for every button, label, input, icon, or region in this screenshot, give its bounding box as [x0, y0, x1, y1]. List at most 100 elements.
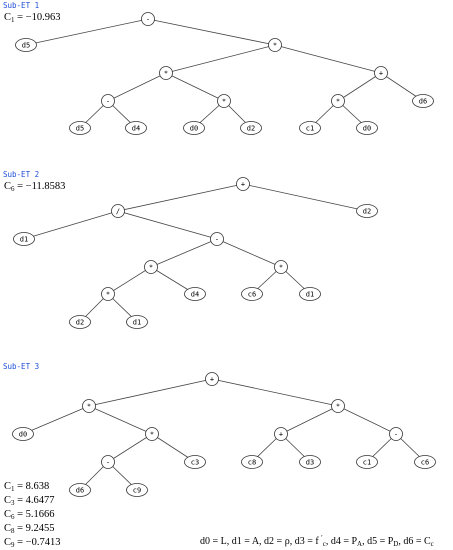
node-label: + [279, 431, 283, 439]
operand-node-ellipse [69, 483, 91, 497]
operator-node-multiply: * [331, 94, 345, 108]
operand-node-ellipse [183, 121, 205, 135]
operand-node-ellipse [241, 287, 263, 301]
node-label: + [379, 70, 383, 78]
tree-edge [107, 266, 152, 295]
tree-edge [274, 44, 382, 74]
node-label: d5 [22, 42, 30, 50]
node-label: * [273, 42, 277, 50]
operand-node-ellipse [299, 287, 321, 301]
node-label: d2 [76, 319, 84, 327]
operator-node-circle [159, 66, 173, 80]
constant-item: C1 = 8.638 [4, 481, 49, 493]
node-label: c1 [306, 125, 314, 133]
operator-node-multiply: * [217, 94, 231, 108]
operand-node-d1: d1 [299, 287, 321, 301]
node-label: d6 [419, 98, 427, 106]
node-label: d1 [20, 236, 28, 244]
node-label: d4 [191, 291, 199, 299]
sub-et-2-tree: d1 d2 d1 * d4 * c6 d1 * - / d2 + [13, 177, 378, 329]
operator-node-circle [145, 427, 159, 441]
tree-edge [165, 72, 225, 102]
operator-node-multiply: * [274, 260, 288, 274]
tree-edge [23, 210, 119, 240]
tree-edges [23, 183, 368, 323]
tree-edges [25, 18, 424, 129]
operand-node-ellipse [241, 455, 263, 469]
operator-node-multiply: * [159, 66, 173, 80]
operand-node-d3: d3 [299, 455, 321, 469]
operand-node-ellipse [240, 121, 262, 135]
tree-edge [242, 183, 368, 212]
operand-node-d2: d2 [240, 121, 262, 135]
tree-edge [337, 72, 382, 102]
tree-edges [22, 378, 426, 491]
node-label: d0 [190, 125, 198, 133]
operand-node-c6: c6 [414, 455, 436, 469]
node-label: * [149, 264, 153, 272]
node-label: * [336, 403, 340, 411]
node-label: * [279, 264, 283, 272]
tree-edge [280, 405, 339, 435]
node-label: * [336, 98, 340, 106]
node-label: * [106, 291, 110, 299]
operator-node-circle [210, 232, 224, 246]
operand-node-c9: c9 [126, 483, 148, 497]
node-label: - [146, 16, 150, 24]
node-label: + [241, 181, 245, 189]
node-label: d2 [247, 125, 255, 133]
operator-node-circle [274, 427, 288, 441]
node-label: - [106, 459, 110, 467]
operand-node-c3: c3 [184, 455, 206, 469]
tree-edge [88, 378, 213, 407]
node-label: c3 [191, 459, 199, 467]
operator-node-circle [101, 455, 115, 469]
tree-edge [165, 44, 276, 74]
operator-node-divide: / [111, 204, 125, 218]
operator-node-plus: + [236, 177, 250, 191]
operator-node-circle [274, 260, 288, 274]
operator-node-minus: - [141, 12, 155, 26]
operator-node-circle [236, 177, 250, 191]
sub-et-1-constant: C1 = −10.963 [4, 12, 60, 24]
operand-node-d2: d2 [356, 204, 378, 218]
node-label: c8 [248, 459, 256, 467]
tree-edge [216, 238, 282, 268]
operator-node-minus: - [101, 94, 115, 108]
node-label: - [394, 431, 398, 439]
node-label: - [215, 236, 219, 244]
operand-node-d0: d0 [356, 121, 378, 135]
operator-node-circle [268, 38, 282, 52]
operator-node-circle [217, 94, 231, 108]
node-label: d0 [363, 125, 371, 133]
node-label: + [210, 376, 214, 384]
operand-node-c6: c6 [241, 287, 263, 301]
operand-node-c8: c8 [241, 455, 263, 469]
operand-node-d6: d6 [69, 483, 91, 497]
operator-node-circle [111, 204, 125, 218]
operand-node-ellipse [126, 315, 148, 329]
operator-node-plus: + [205, 372, 219, 386]
operand-node-ellipse [184, 287, 206, 301]
operand-node-d1: d1 [13, 232, 35, 246]
operand-node-ellipse [126, 483, 148, 497]
operand-node-ellipse [299, 121, 321, 135]
operator-node-multiply: * [331, 399, 345, 413]
sub-et-3-title: Sub-ET 3 [3, 362, 39, 371]
operator-node-circle [101, 287, 115, 301]
operand-node-ellipse [13, 232, 35, 246]
operator-node-circle [101, 94, 115, 108]
operator-node-circle [205, 372, 219, 386]
operand-node-d0: d0 [12, 427, 34, 441]
operand-node-d1: d1 [126, 315, 148, 329]
variable-legend: d0 = L, d1 = A, d2 = ρ, d3 = f ′c, d4 = … [200, 534, 434, 548]
tree-nodes: d1 d2 d1 * d4 * c6 d1 * - / d2 + [13, 177, 378, 329]
operand-node-ellipse [69, 315, 91, 329]
operator-node-multiply: * [82, 399, 96, 413]
operand-node-ellipse [125, 121, 147, 135]
operand-node-ellipse [15, 38, 37, 52]
